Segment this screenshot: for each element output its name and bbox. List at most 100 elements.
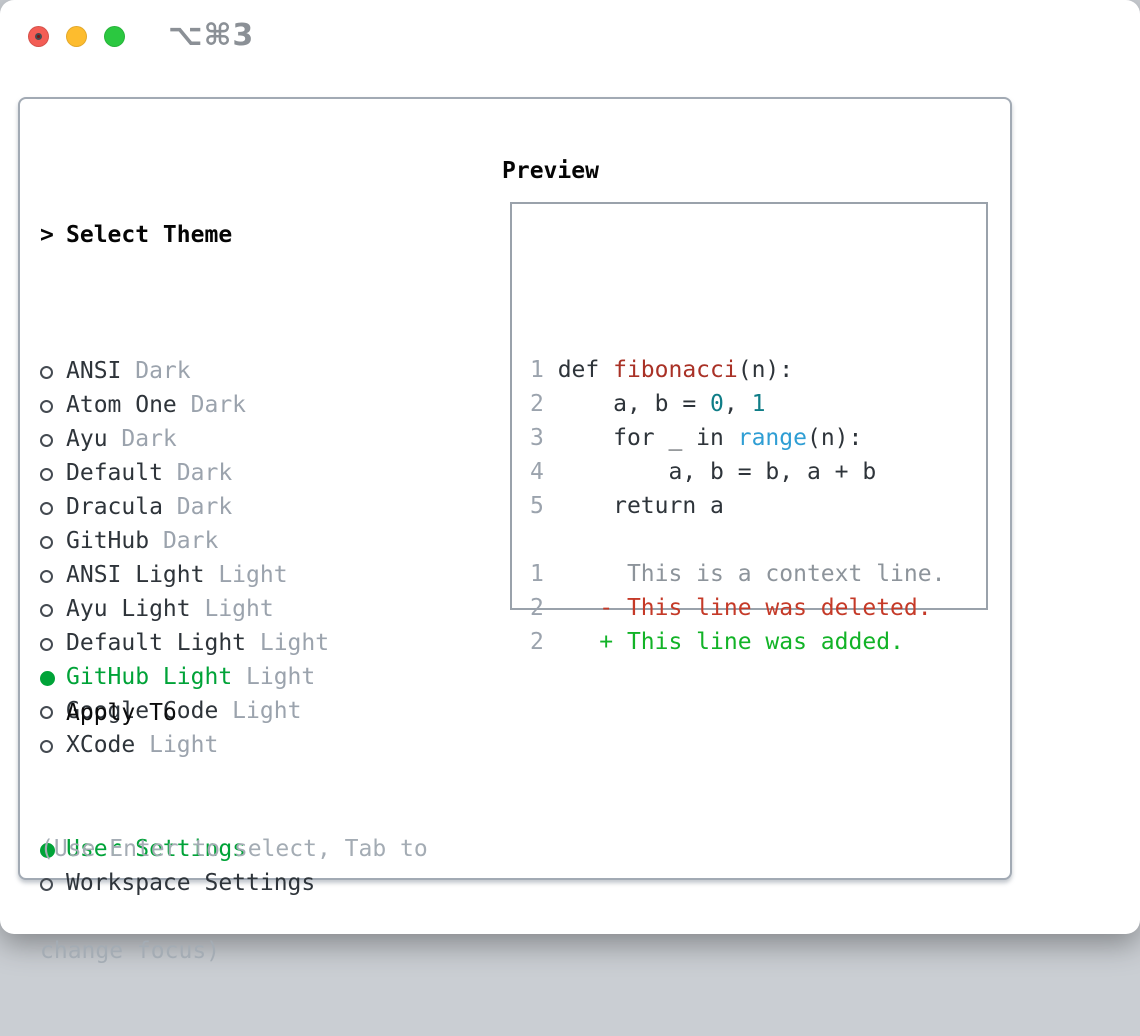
code-token-num: 2 — [530, 629, 558, 655]
radio-icon — [40, 468, 53, 481]
theme-variant-label: Dark — [149, 528, 219, 554]
radio-marker — [40, 558, 66, 592]
option-label: Dracula — [66, 494, 163, 520]
theme-option[interactable]: Default Light Light — [40, 626, 329, 660]
option-label: ANSI Light — [66, 562, 205, 588]
theme-variant-label: Light — [135, 732, 219, 758]
theme-variant-label: Light — [232, 664, 316, 690]
theme-option[interactable]: ANSI Dark — [40, 354, 329, 388]
radio-marker — [40, 694, 66, 728]
code-token-code: def — [557, 357, 614, 383]
code-line: 3 for _ in range(n): — [530, 421, 945, 455]
code-line: 2 - This line was deleted. — [530, 591, 945, 625]
theme-option[interactable]: XCode Light — [40, 728, 329, 762]
theme-variant-label: Light — [218, 698, 302, 724]
theme-option[interactable]: Atom One Dark — [40, 388, 329, 422]
theme-variant-label: Dark — [176, 392, 247, 418]
window-shortcut-label: ⌥⌘3 — [168, 18, 255, 53]
code-token-code: , — [723, 391, 752, 417]
code-token-code: a, b = b, a + b — [557, 459, 877, 485]
theme-option[interactable]: GitHub Light Light — [40, 660, 329, 694]
option-label: XCode — [66, 732, 136, 758]
code-line: 2 + This line was added. — [530, 625, 945, 659]
apply-to-header: Apply To — [40, 696, 315, 730]
option-label: Default Light — [66, 630, 247, 656]
theme-variant-label: Dark — [162, 494, 233, 520]
code-token-num: 1 — [530, 357, 558, 383]
code-line — [530, 523, 945, 557]
radio-icon — [40, 604, 53, 617]
option-label: ANSI — [66, 358, 122, 384]
theme-option[interactable]: Default Dark — [40, 456, 329, 490]
code-line: 5 return a — [530, 489, 945, 523]
radio-marker — [40, 422, 66, 456]
code-token-num: 5 — [530, 493, 558, 519]
code-token-func: fibonacci — [613, 357, 738, 383]
theme-option[interactable]: GitHub Dark — [40, 524, 329, 558]
theme-option[interactable]: Ayu Dark — [40, 422, 329, 456]
radio-icon — [40, 434, 53, 447]
code-token-num: 4 — [530, 459, 558, 485]
radio-marker — [40, 660, 66, 694]
code-token-code: a, b = — [557, 391, 711, 417]
radio-marker — [40, 728, 66, 762]
close-dot-icon — [35, 33, 42, 40]
radio-icon — [40, 400, 53, 413]
theme-list-header: >Select Theme — [40, 218, 329, 252]
radio-icon — [40, 638, 53, 651]
code-token-code: for _ in — [557, 425, 738, 451]
code-token-number: 0 — [710, 391, 724, 417]
radio-marker — [40, 490, 66, 524]
radio-icon — [40, 878, 53, 891]
theme-variant-label: Light — [190, 596, 274, 622]
code-token-code: return a — [557, 493, 724, 519]
radio-icon — [40, 706, 53, 719]
code-token-number: 1 — [751, 391, 766, 417]
radio-icon — [40, 536, 53, 549]
theme-variant-label: Dark — [121, 358, 191, 384]
radio-marker — [40, 592, 66, 626]
code-token-num: 2 — [530, 595, 558, 621]
option-label: Default — [66, 460, 163, 486]
help-line-1: (Use Enter to select, Tab to — [40, 836, 428, 862]
radio-marker — [40, 354, 66, 388]
radio-marker — [40, 524, 66, 558]
minimize-button[interactable] — [66, 26, 87, 47]
code-token-num: 2 — [530, 391, 558, 417]
preview-title: Preview — [502, 158, 599, 184]
radio-marker — [40, 388, 66, 422]
theme-option[interactable]: Dracula Dark — [40, 490, 329, 524]
radio-marker — [40, 626, 66, 660]
code-line: 1 def fibonacci(n): — [530, 353, 945, 387]
code-token-num: 1 — [530, 561, 558, 587]
apply-to-option[interactable]: Workspace Settings — [40, 866, 315, 900]
option-label: User Settings — [66, 836, 247, 862]
code-token-added: + This line was added. — [557, 629, 904, 655]
radio-icon — [40, 570, 53, 583]
code-line: 4 a, b = b, a + b — [530, 455, 945, 489]
code-token-deleted: - This line was deleted. — [557, 595, 932, 621]
radio-marker — [40, 832, 66, 866]
radio-icon — [40, 366, 53, 379]
code-token-code: (n): — [806, 425, 863, 451]
radio-marker — [40, 866, 66, 900]
option-label: GitHub Light — [66, 664, 233, 690]
apply-to-option[interactable]: User Settings — [40, 832, 315, 866]
code-line: 2 a, b = 0, 1 — [530, 387, 945, 421]
theme-option[interactable]: ANSI Light Light — [40, 558, 329, 592]
theme-variant-label: Light — [246, 630, 330, 656]
option-label: Atom One — [66, 392, 177, 418]
theme-option[interactable]: Google Code Light — [40, 694, 329, 728]
radio-selected-icon — [40, 843, 55, 858]
theme-option[interactable]: Ayu Light Light — [40, 592, 329, 626]
option-label: Google Code — [66, 698, 219, 724]
code-line: 1 This is a context line. — [530, 557, 945, 591]
maximize-button[interactable] — [104, 26, 125, 47]
option-label: Workspace Settings — [66, 870, 316, 896]
close-button[interactable] — [28, 26, 49, 47]
